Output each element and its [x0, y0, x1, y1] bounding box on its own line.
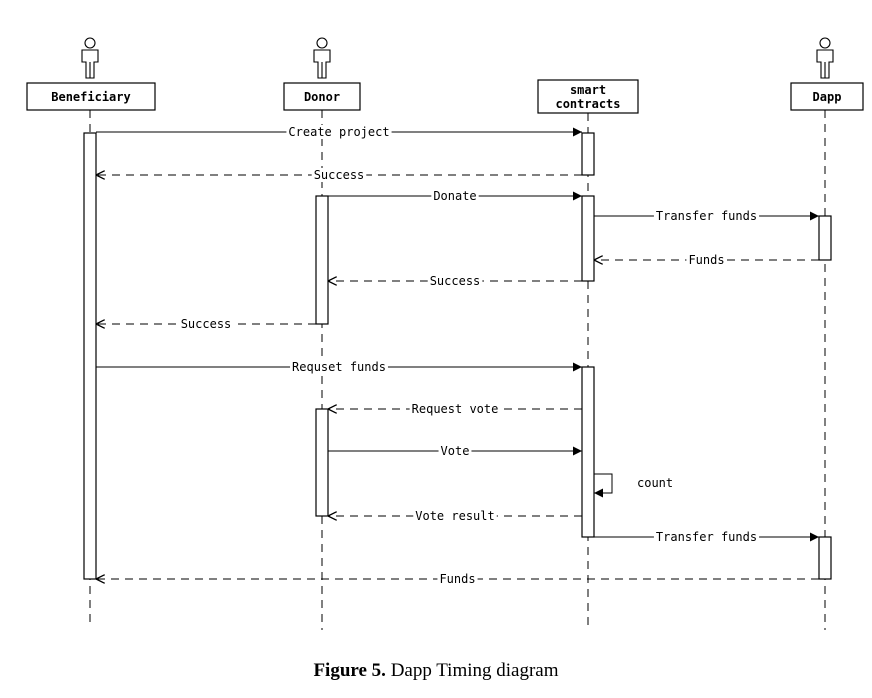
message-4-label: Funds [688, 253, 724, 267]
figure-caption: Figure 5. Dapp Timing diagram [0, 660, 872, 682]
message-3-label-bg [653, 209, 760, 223]
activation-dapp-1 [818, 215, 832, 261]
message-0-label: Create project [288, 125, 389, 139]
message-0: Create project [96, 125, 582, 139]
message-8: Request vote [328, 402, 582, 416]
activation-dapp-2 [818, 536, 832, 580]
message-13: Funds [96, 572, 819, 586]
message-8-label: Request vote [412, 402, 499, 416]
message-3: Transfer funds [594, 209, 819, 223]
actor-beneficiary-label: Beneficiary [51, 90, 130, 104]
message-6-label: Success [181, 317, 232, 331]
message-13-label: Funds [439, 572, 475, 586]
message-12-label: Transfer funds [656, 530, 757, 544]
actor-donor: Donor [283, 82, 361, 111]
message-4-label-bg [686, 253, 727, 267]
actor-smart-contracts: smart contracts [537, 79, 639, 114]
activation-donor-2 [315, 408, 329, 517]
activation-beneficiary [83, 132, 97, 580]
message-3-label: Transfer funds [656, 209, 757, 223]
activation-contracts-2 [581, 195, 595, 282]
activation-contracts-3 [581, 366, 595, 538]
message-12: Transfer funds [594, 530, 819, 544]
message-12-label-bg [653, 530, 760, 544]
message-7: Requset funds [96, 360, 582, 374]
message-11-label-bg [413, 509, 497, 523]
actor-donor-label: Donor [304, 90, 340, 104]
self-message-count-label: count [637, 476, 673, 490]
self-message-count: count [594, 473, 673, 498]
caption-prefix: Figure 5. [313, 660, 386, 681]
message-0-label-bg [286, 125, 392, 139]
message-5-label-bg [427, 274, 483, 288]
activation-donor-1 [315, 195, 329, 325]
message-7-label: Requset funds [292, 360, 386, 374]
actor-smart-contracts-label-line1: smart [570, 83, 606, 97]
message-4: Funds [594, 253, 819, 267]
message-6-label-bg [178, 317, 234, 331]
beneficiary-person-icon [81, 37, 99, 79]
message-1-label-bg [311, 168, 367, 182]
actor-smart-contracts-label-line2: contracts [555, 97, 620, 111]
actor-dapp-label: Dapp [813, 90, 842, 104]
message-9-label: Vote [441, 444, 470, 458]
message-5-label: Success [430, 274, 481, 288]
message-9: Vote [328, 444, 582, 458]
sequence-diagram: Beneficiary Donor smart contracts Dapp C… [26, 37, 864, 630]
actor-dapp: Dapp [790, 82, 864, 111]
message-7-label-bg [290, 360, 388, 374]
message-1: Success [96, 168, 582, 182]
donor-person-icon [313, 37, 331, 79]
message-2: Donate [328, 189, 582, 203]
caption-text: Dapp Timing diagram [385, 660, 559, 681]
activation-contracts-1 [581, 132, 595, 176]
actor-beneficiary: Beneficiary [26, 82, 156, 111]
message-2-label: Donate [433, 189, 476, 203]
message-11-label: Vote result [415, 509, 494, 523]
dapp-person-icon [816, 37, 834, 79]
message-8-label-bg [409, 402, 501, 416]
message-5: Success [328, 274, 582, 288]
message-2-label-bg [431, 189, 479, 203]
message-6: Success [96, 317, 316, 331]
message-9-label-bg [438, 444, 472, 458]
message-11: Vote result [328, 509, 582, 523]
message-1-label: Success [314, 168, 365, 182]
message-13-label-bg [437, 572, 478, 586]
